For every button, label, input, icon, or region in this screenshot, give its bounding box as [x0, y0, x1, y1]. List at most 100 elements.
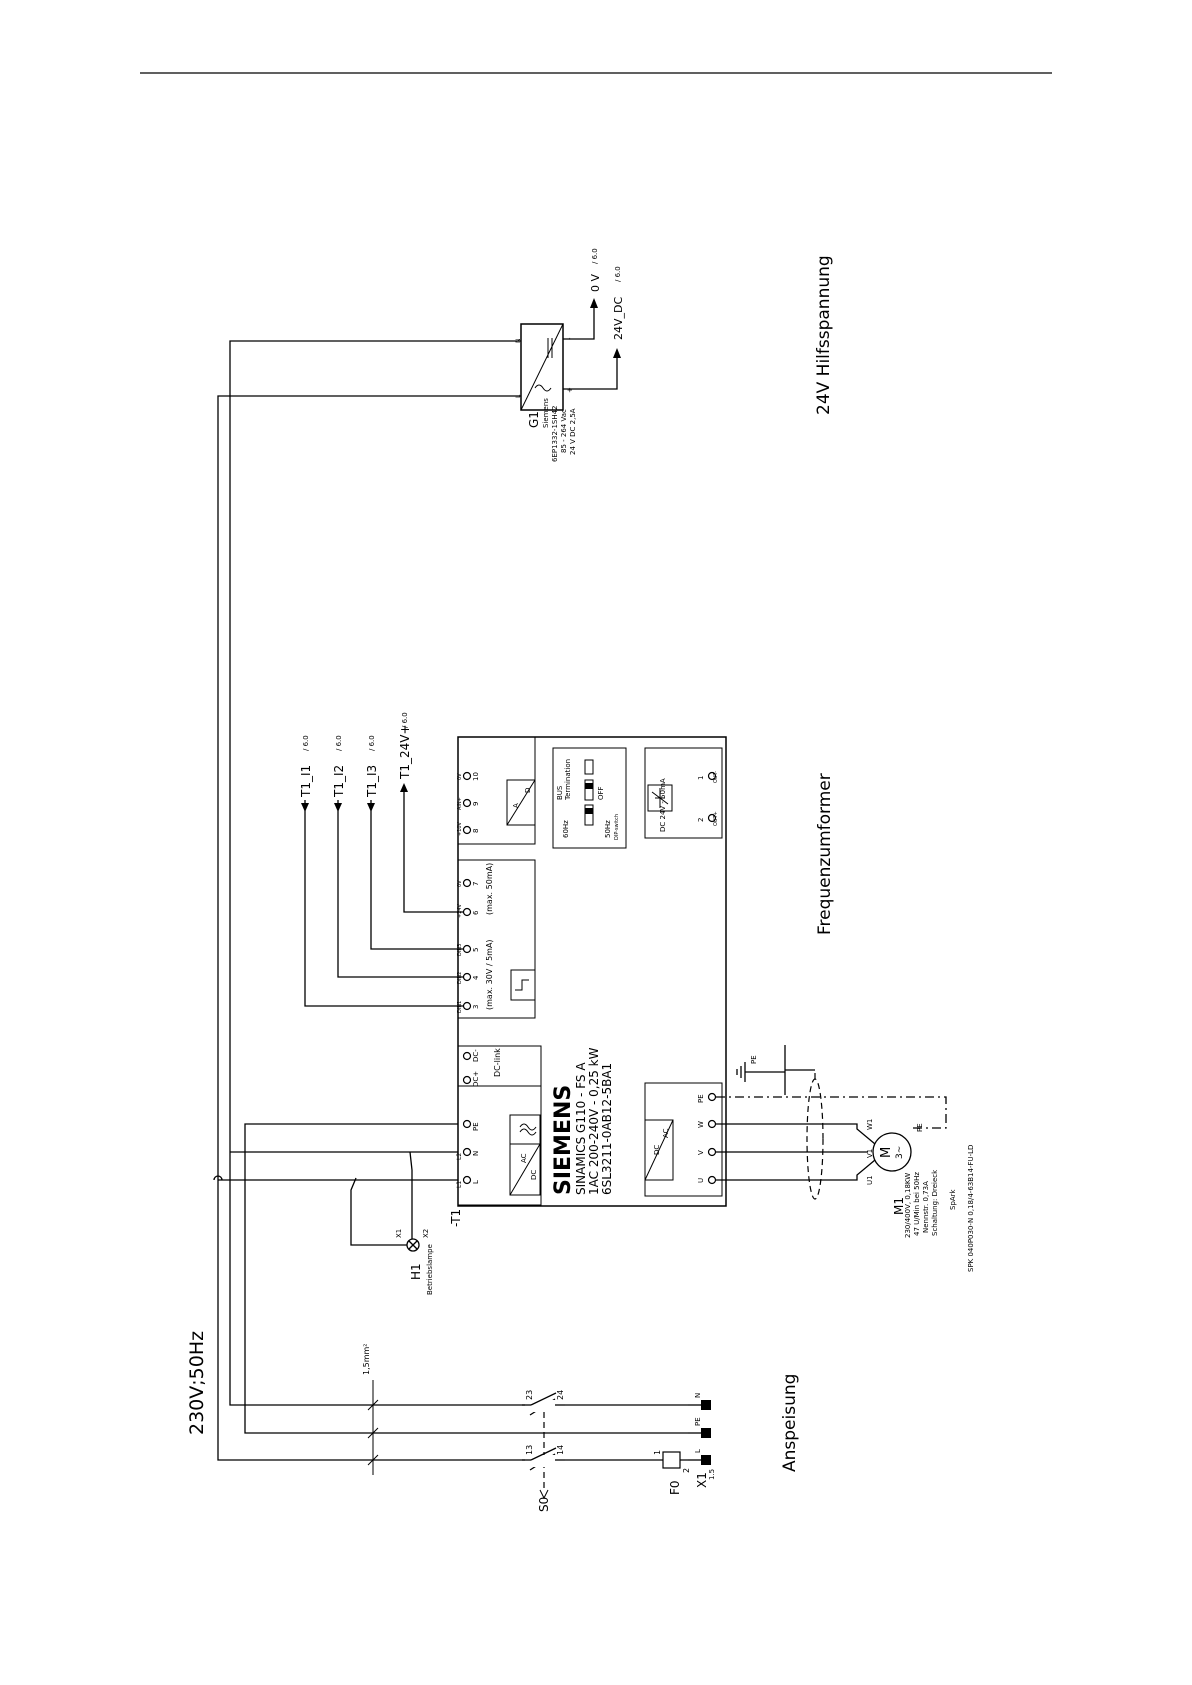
arrow-up	[400, 783, 408, 792]
slash	[367, 1454, 379, 1466]
fuse-t2: 2	[682, 1468, 691, 1473]
conductor-pe	[244, 1123, 688, 1434]
lamp-x1: X1	[395, 1229, 403, 1238]
pin-l: L	[472, 1180, 480, 1184]
pin-2: 2	[697, 818, 705, 822]
signal-i2-ref: / 6.0	[335, 735, 343, 751]
vfd-d: D	[524, 788, 532, 793]
pin-6: 6	[472, 910, 480, 915]
pin-l2: L2	[456, 1153, 463, 1160]
pin-8: 8	[472, 829, 480, 833]
vfd-tag: -T1	[449, 1209, 463, 1227]
lamp-label: Betriebslampe	[426, 1244, 434, 1295]
pin-dcm: DC-	[472, 1049, 480, 1062]
termination-label: Termination	[564, 759, 572, 801]
pin-outp: OUT+	[713, 811, 719, 826]
psu-l4: 24 V DC 2,5A	[569, 408, 577, 455]
pin-4: 4	[472, 975, 480, 980]
terminal-x1: X1 1.5 L PE N	[688, 1393, 716, 1488]
lamp-x2: X2	[422, 1229, 430, 1238]
pin-u: U	[697, 1178, 705, 1183]
crossing	[213, 1175, 223, 1181]
psu-l1: Siemens	[542, 398, 550, 428]
cross-section-label: 1,5mm²	[362, 1343, 371, 1375]
signal-line-24v	[403, 790, 463, 913]
vfd-order: 6SL3211-0AB12-5BA1	[600, 1063, 614, 1195]
motor-phase: 3~	[895, 1146, 905, 1159]
motor-tag: M1	[892, 1197, 906, 1215]
motor-l6: SPK 040P030-N 0,18/4-63B14-FU-LD	[967, 1145, 975, 1272]
pin-ain: AIN+	[457, 797, 463, 810]
voltage-label: 230V;50Hz	[186, 1331, 208, 1435]
vfd-t1: AC DC DC AC A D	[449, 736, 727, 1227]
pin-din2: DIN2	[457, 972, 463, 984]
pin-7: 7	[472, 882, 480, 886]
hz60-label: 60Hz	[562, 820, 570, 838]
pin-0v: 0V	[457, 880, 463, 887]
motor-pe: PE	[916, 1123, 924, 1132]
pin-din1: DIN1	[457, 1001, 463, 1013]
signal-i2: T1_I2	[332, 765, 346, 798]
motor-w1: W1	[866, 1119, 874, 1130]
slash	[367, 1399, 379, 1411]
hz50-label: 50Hz	[604, 820, 612, 838]
terminal-n: N	[694, 1393, 702, 1398]
pin-10: 10	[472, 772, 480, 781]
out-note: (max. 50mA)	[485, 863, 494, 915]
off-label: OFF	[597, 786, 605, 800]
signal-i3: T1_I3	[365, 765, 379, 798]
signal-i1-ref: / 6.0	[302, 735, 310, 751]
main-switch-s0: S0 13 14 23 24	[522, 1390, 565, 1512]
motor-u1: U1	[866, 1175, 874, 1185]
pin-p24: +24V	[457, 903, 463, 918]
terminal-pe: PE	[694, 1417, 702, 1426]
section-aux-label: 24V Hilfsspannung	[814, 255, 834, 415]
pin-outm: OUT-	[713, 771, 719, 783]
pin-dcp: DC+	[472, 1071, 480, 1087]
psu-pin-l: L	[515, 394, 522, 398]
motor-l3: Nennstr. 0,73A	[922, 1181, 930, 1233]
pin-w: W	[697, 1121, 705, 1128]
psu-l2: 6EP1332-1SH42	[551, 405, 559, 462]
pin-3: 3	[472, 1005, 480, 1009]
psu-24v: 24V_DC	[612, 297, 625, 340]
vfd-terminals-right	[707, 771, 717, 1185]
motor-v1: V1	[866, 1149, 874, 1158]
section-supply-label: Anspeisung	[780, 1374, 800, 1472]
signal-line-i1	[304, 800, 463, 1007]
terminal-tag: X1	[695, 1472, 709, 1488]
psu-zero-v: 0 V	[589, 274, 602, 292]
arrow-down	[334, 803, 342, 812]
psu-tag: G1	[527, 411, 541, 428]
motor-l5: SpArk	[949, 1188, 957, 1210]
pin-0v-b: 0V	[457, 773, 463, 780]
pe-ground-label: PE	[750, 1055, 758, 1064]
pin-n: N	[472, 1151, 480, 1156]
pin-l1: L1	[456, 1181, 463, 1188]
psu-g1: N L - + 0 V / 6.0 24V_DC / 6.0 G1 Siemen…	[515, 248, 625, 462]
fuse-t1: 1	[653, 1450, 662, 1455]
vfd-ac: AC	[520, 1153, 528, 1163]
dip-label: DIP-switch	[614, 814, 620, 840]
arrow-down	[301, 803, 309, 812]
motor-l4: Schaltung: Dreieck	[931, 1169, 939, 1236]
fuse-f0: F0 1 2	[653, 1450, 691, 1495]
signal-24v-ref: / 6.0	[401, 712, 409, 728]
section-converter-label: Frequenzumformer	[815, 773, 835, 935]
bus-label: BUS	[556, 785, 564, 800]
vfd-out-ac: AC	[662, 1128, 670, 1138]
switch-t23: 23	[525, 1390, 534, 1400]
pin-din3: DIN3	[457, 944, 463, 956]
motor-symbol	[872, 1132, 912, 1172]
lamp-tag: H1	[409, 1263, 423, 1280]
motor-l1: 230/400V, 0,18KW	[904, 1173, 912, 1238]
switch-t14: 14	[556, 1445, 565, 1455]
vfd-rating: 1AC 200-240V - 0,25 kW	[587, 1047, 601, 1195]
psu-pin-n: N	[515, 339, 522, 344]
vfd-terminals-left	[462, 771, 472, 1185]
terminal-sub: 1.5	[708, 1469, 716, 1480]
fuse-tag: F0	[668, 1480, 682, 1495]
psu-zero-v-ref: / 6.0	[591, 248, 599, 264]
